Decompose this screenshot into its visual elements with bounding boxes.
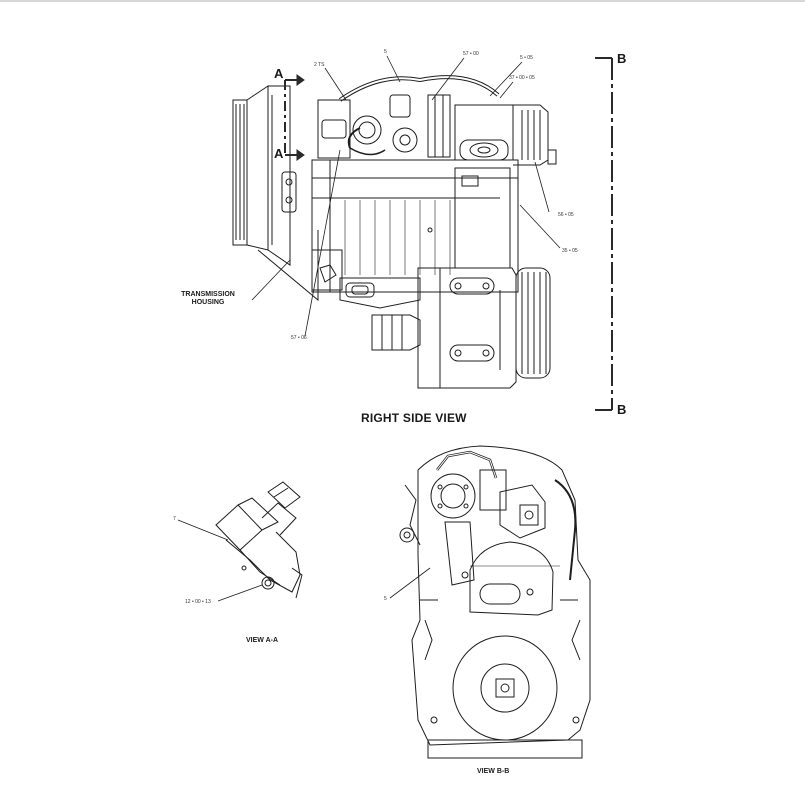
right-side-leaders	[251, 55, 561, 337]
turbocharger	[317, 75, 500, 159]
section-mark-a-top: A	[274, 66, 284, 81]
right-side-view-caption: RIGHT SIDE VIEW	[361, 411, 467, 425]
transmission-housing-label-line2: HOUSING	[191, 299, 225, 306]
callout-bb-1: 5	[384, 596, 387, 602]
section-line-a	[284, 74, 305, 161]
callout-rs-4: 5 • 05	[520, 55, 533, 61]
section-mark-b-bottom: B	[617, 402, 627, 417]
callout-rs-1: 2 TS	[314, 62, 325, 68]
oil-pan	[339, 277, 421, 351]
callout-rs-3: 57 • 00	[463, 51, 479, 57]
section-mark-a-bottom: A	[274, 146, 284, 161]
callout-rs-6: 56 • 05	[558, 212, 574, 218]
callout-rs-8: 57 • 06	[291, 335, 307, 341]
transmission-housing	[232, 85, 319, 302]
callout-rs-7: 35 • 05	[562, 248, 578, 254]
callout-rs-2: 5	[384, 49, 387, 55]
top-border	[0, 0, 805, 2]
view-b-b-drawing	[389, 445, 591, 759]
transmission-housing-label-line1: TRANSMISSION	[181, 291, 235, 298]
callout-aa-1: 7	[173, 516, 176, 522]
view-a-a-drawing	[177, 481, 303, 602]
section-line-b	[595, 57, 613, 411]
valve-cover	[454, 104, 557, 166]
view-b-b-caption: VIEW B-B	[477, 768, 510, 775]
engine-block	[311, 159, 519, 293]
crankshaft-damper	[515, 267, 551, 379]
transmission-housing-label: TRANSMISSION HOUSING	[170, 291, 246, 307]
view-a-a-caption: VIEW A-A	[246, 637, 279, 644]
callout-aa-2: 12 • 00 • 13	[185, 599, 211, 605]
right-side-view-drawing	[232, 55, 613, 411]
callout-rs-5: 37 • 00 • 05	[509, 75, 535, 81]
front-cover	[417, 267, 517, 389]
section-mark-b-top: B	[617, 51, 627, 66]
